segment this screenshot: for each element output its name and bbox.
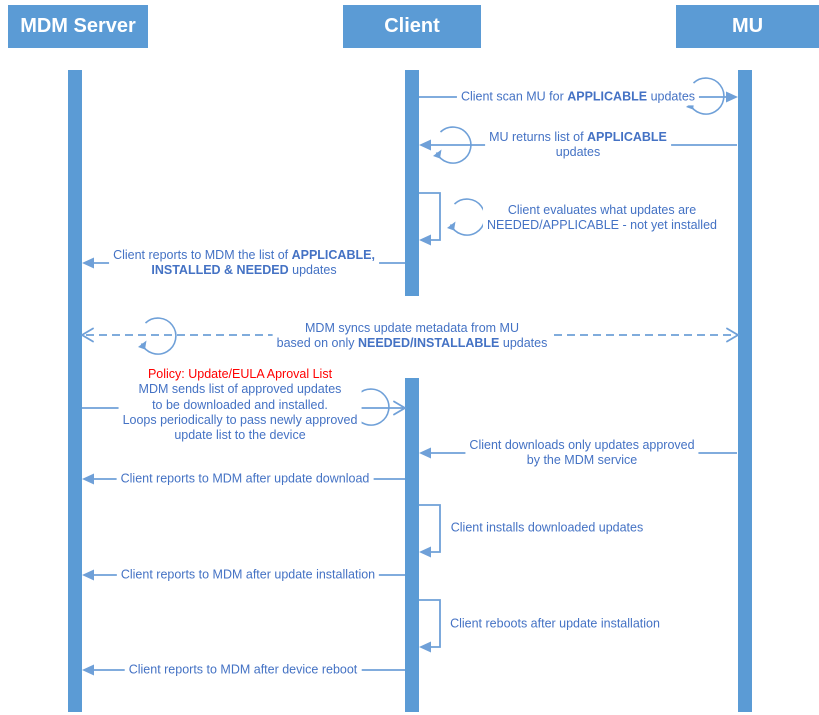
label-line: based on only NEEDED/INSTALLABLE updates [277,336,548,351]
label-text: Client scan MU for [460,89,568,104]
label-bold: APPLICABLE, [291,247,375,262]
actor-mu: MU [676,5,819,48]
label-bold: APPLICABLE [567,89,648,104]
label-line: Client downloads only updates approved [469,437,695,452]
label-line: MU returns list of APPLICABLE [489,130,667,145]
label-text: MU returns list of [489,129,588,144]
label-report-install: Client reports to MDM after update insta… [116,566,380,584]
label-line: INSTALLED & NEEDED updates [113,263,375,278]
label-download: Client downloads only updates approved b… [465,436,699,470]
label-policy: Policy: Update/EULA Aproval List MDM sen… [118,365,362,445]
label-text: updates [288,263,337,277]
label-bold: INSTALLED & NEEDED [151,263,289,277]
selfloop-evaluates [419,192,486,246]
label-evaluates: Client evaluates what updates are NEEDED… [483,201,721,235]
label-line: by the MDM service [526,453,638,467]
label-line: Loops periodically to pass newly approve… [122,412,358,427]
selfloop-reboot [419,599,441,653]
selfloop-install [419,504,441,558]
label-line: NEEDED/APPLICABLE - not yet installed [487,218,717,232]
label-report-download: Client reports to MDM after update downl… [116,470,374,488]
lifeline-client-lower [405,378,419,712]
label-returns: MU returns list of APPLICABLE updates [485,128,671,162]
label-line: update list to the device [174,427,306,442]
label-text: Client reports to MDM the list of [113,247,292,262]
arrow-sync-dashed [80,317,740,355]
label-line: Client scan MU for APPLICABLE updates [461,89,695,104]
label-bold: APPLICABLE [587,129,667,144]
label-report-list: Client reports to MDM the list of APPLIC… [109,246,379,280]
lifeline-mu [738,70,752,712]
label-line: Client reports to MDM the list of APPLIC… [113,248,375,263]
loop-icon [446,198,486,236]
label-scan: Client scan MU for APPLICABLE updates [456,88,700,106]
lifeline-mdm-server [68,70,82,712]
policy-title: Policy: Update/EULA Aproval List [147,366,333,381]
actor-mdm-server: MDM Server [8,5,148,48]
lifeline-client-upper [405,70,419,296]
label-text: based on only [276,336,358,350]
label-line: updates [555,145,601,159]
label-reboot: Client reboots after update installation [446,615,664,633]
label-report-reboot: Client reports to MDM after device reboo… [124,661,362,679]
loop-icon [137,317,177,355]
label-install: Client installs downloaded updates [446,519,648,537]
label-text: updates [647,89,696,104]
label-line: to be downloaded and installed. [152,397,328,412]
label-sync: MDM syncs update metadata from MU based … [272,319,552,353]
label-line: MDM syncs update metadata from MU [305,320,519,335]
label-line: Client evaluates what updates are [507,202,697,217]
actor-client: Client [343,5,481,48]
label-bold: NEEDED/INSTALLABLE [357,336,500,350]
label-line: MDM sends list of approved updates [138,382,342,397]
label-text: updates [499,336,548,350]
